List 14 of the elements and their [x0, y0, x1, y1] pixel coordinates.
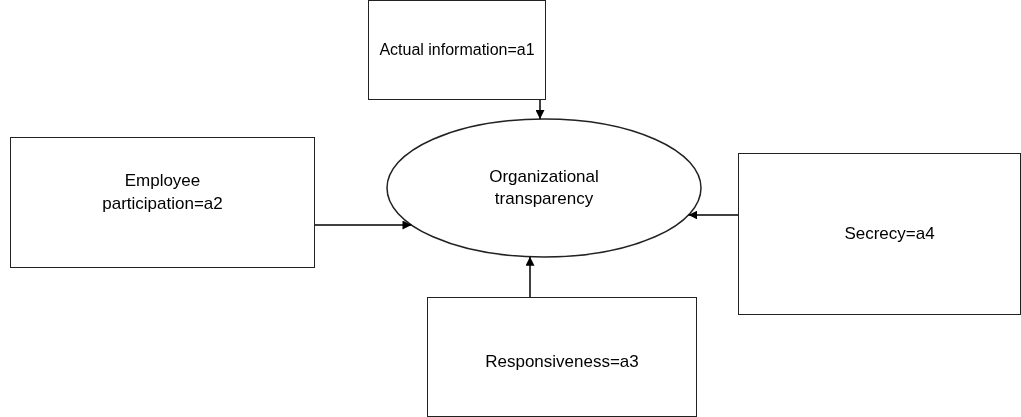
arrow	[525, 256, 535, 298]
arrow	[535, 99, 545, 120]
factor-box	[10, 137, 315, 268]
node-label: Responsiveness=a3	[485, 350, 639, 373]
outcome-ellipse	[386, 118, 702, 258]
factor-box	[368, 0, 546, 100]
node-label: Secrecy=a4	[844, 222, 935, 245]
node-label: Actual information=a1	[379, 39, 535, 60]
node-label: Organizational transparency	[488, 165, 600, 210]
factor-box	[427, 297, 697, 417]
factor-box	[738, 153, 1021, 315]
arrow	[314, 220, 413, 230]
node-label: Employee participation=a2	[101, 170, 224, 215]
arrow	[687, 210, 739, 220]
